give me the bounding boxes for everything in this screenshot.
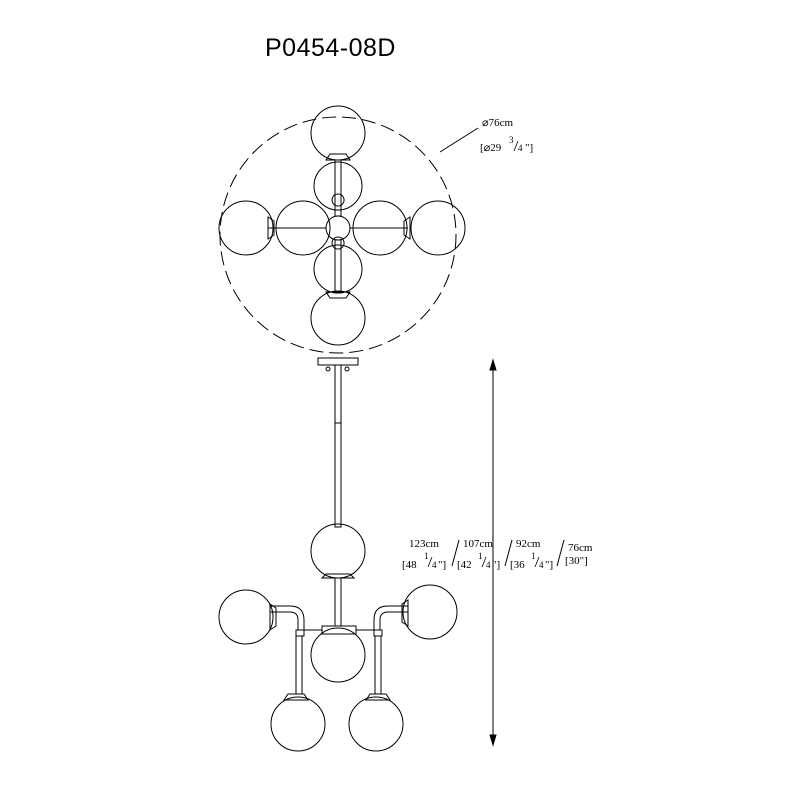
height-2-imperial-close: "] (492, 559, 500, 571)
height-arrow-top (489, 358, 497, 371)
overall-diameter-circle (219, 116, 457, 354)
diameter-imperial-open: [⌀29 (480, 142, 502, 154)
socket-left (267, 216, 275, 240)
socket-right (403, 216, 411, 240)
height-3-metric: 92cm (516, 538, 541, 550)
diameter-metric: ⌀76cm (482, 117, 514, 129)
height-3-numerator: 1 (531, 551, 536, 561)
globe-center (310, 627, 366, 683)
height-1-imperial-open: [48 (402, 559, 417, 571)
globe-left-side (218, 589, 274, 645)
diameter-numerator: 3 (509, 135, 514, 145)
canopy (317, 357, 359, 366)
height-2-metric: 107cm (463, 538, 493, 550)
diameter-leader (439, 127, 479, 153)
height-3-imperial-open: [36 (510, 559, 525, 571)
arm-up (334, 159, 342, 217)
height-4-imperial: [30"] (565, 555, 588, 567)
globe-lower-left (270, 696, 326, 752)
globe-inner-top (313, 161, 363, 211)
height-arrow-bottom (489, 734, 497, 747)
globe-lower-right (348, 696, 404, 752)
globe-right-side (402, 584, 458, 640)
height-1-numerator: 1 (424, 551, 429, 561)
globe-bottom (310, 290, 366, 346)
socket-top (325, 153, 351, 161)
globe-top (310, 105, 366, 161)
arm-down (334, 239, 342, 293)
height-2-imperial-open: [42 (457, 559, 472, 571)
diameter-imperial-close: "] (525, 142, 533, 154)
height-2-denominator: 4 (486, 560, 491, 570)
side-view (218, 357, 458, 752)
socket-bottom (325, 291, 351, 299)
downrod (334, 364, 342, 528)
height-3-denominator: 4 (539, 560, 544, 570)
globe-right (410, 200, 466, 256)
globe-upper (310, 523, 366, 579)
product-code: P0454-08D (265, 34, 396, 62)
height-dimension (489, 358, 497, 747)
height-3-imperial-close: "] (545, 559, 553, 571)
height-1-imperial-close: "] (438, 559, 446, 571)
globe-inner-bottom (313, 244, 363, 294)
diameter-denominator: 4 (518, 143, 523, 153)
height-2-numerator: 1 (478, 551, 483, 561)
height-1-denominator: 4 (432, 560, 437, 570)
globe-left (218, 200, 274, 256)
top-view (218, 105, 466, 354)
height-4-metric: 76cm (568, 542, 593, 554)
height-1-metric: 123cm (409, 538, 439, 550)
